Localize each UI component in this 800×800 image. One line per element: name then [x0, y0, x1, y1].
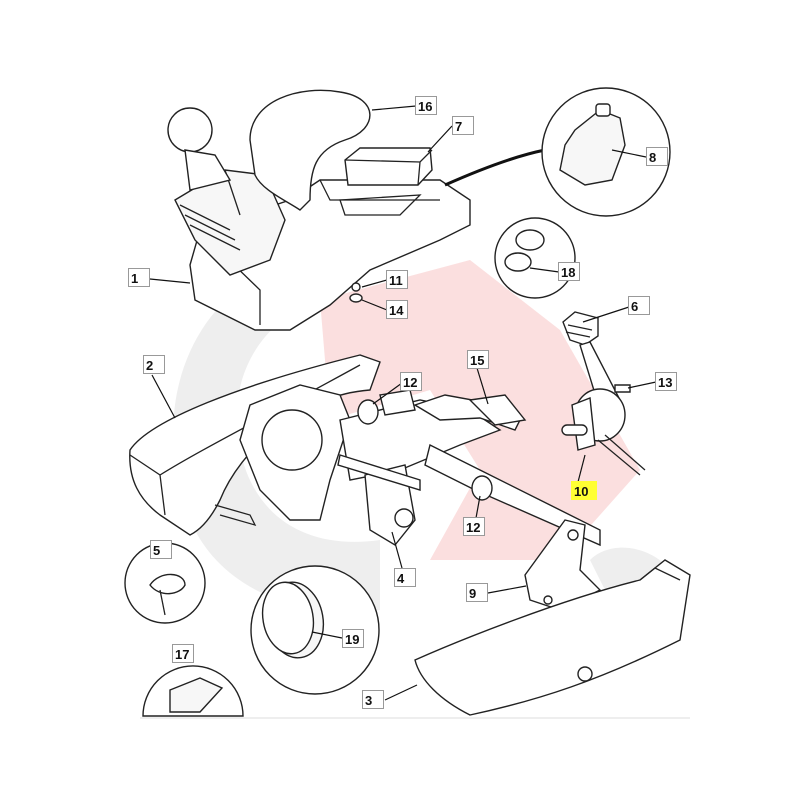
part-bracket: [524, 519, 602, 611]
leader-lines: [149, 105, 657, 701]
callout-8[interactable]: 8: [646, 147, 668, 166]
callout-14[interactable]: 14: [386, 300, 408, 319]
detail-circle-18: [494, 217, 576, 299]
callout-4[interactable]: 4: [394, 568, 416, 587]
callout-6[interactable]: 6: [628, 296, 650, 315]
callout-3[interactable]: 3: [362, 690, 384, 709]
callout-13[interactable]: 13: [655, 372, 677, 391]
part-lever: [561, 311, 646, 476]
callout-12-upper[interactable]: 12: [400, 372, 422, 391]
callout-16[interactable]: 16: [415, 96, 437, 115]
callout-2[interactable]: 2: [143, 355, 165, 374]
callout-5[interactable]: 5: [150, 540, 172, 559]
callout-15[interactable]: 15: [467, 350, 489, 369]
part-frame: [239, 384, 601, 547]
part-console: [167, 107, 471, 331]
part-cover-pad: [339, 147, 433, 216]
callout-17[interactable]: 17: [172, 644, 194, 663]
callout-7[interactable]: 7: [452, 116, 474, 135]
callout-18[interactable]: 18: [558, 262, 580, 281]
callout-10-highlighted[interactable]: 10: [571, 481, 597, 500]
callout-1[interactable]: 1: [128, 268, 150, 287]
part-lower-panel: [414, 559, 691, 716]
callout-9[interactable]: 9: [466, 583, 488, 602]
callout-19[interactable]: 19: [342, 629, 364, 648]
callout-12-lower[interactable]: 12: [463, 517, 485, 536]
part-armrest: [249, 89, 371, 211]
callout-11[interactable]: 11: [386, 270, 408, 289]
